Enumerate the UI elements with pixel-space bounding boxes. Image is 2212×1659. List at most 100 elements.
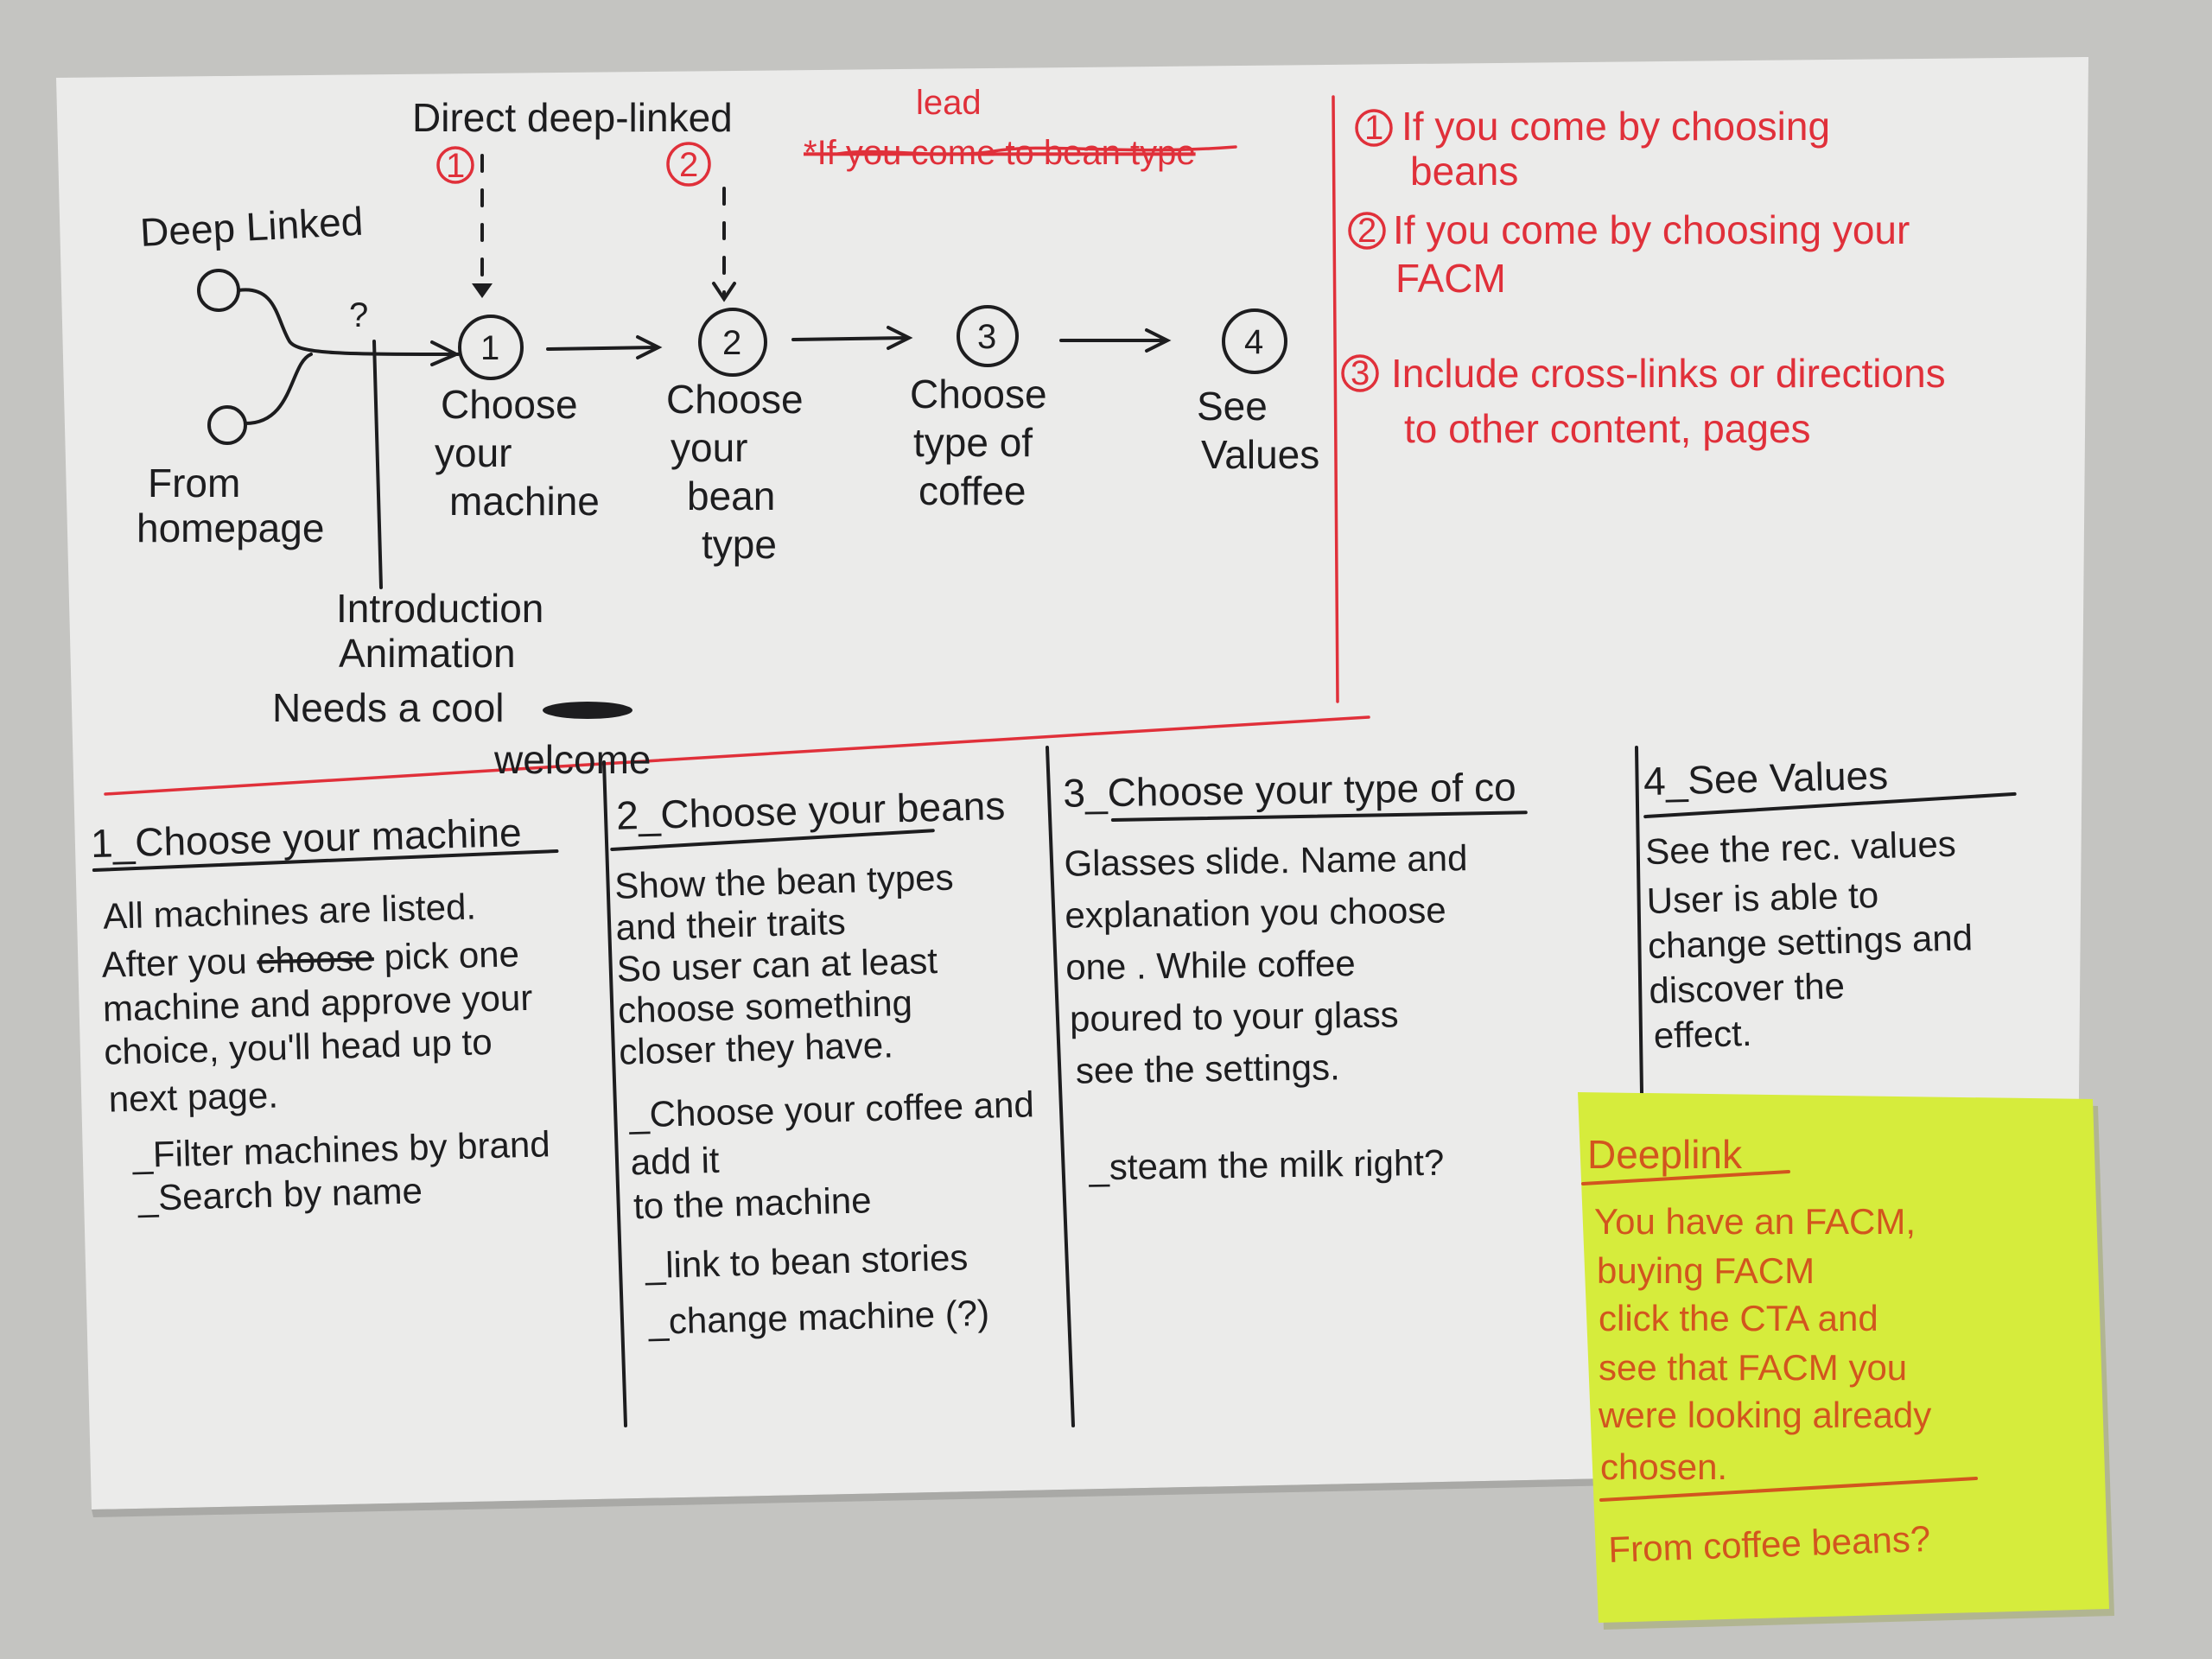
- welcome-label: welcome: [493, 737, 652, 782]
- arrowhead-icon: [636, 335, 663, 359]
- column-line: _link to bean stories: [644, 1236, 969, 1286]
- step-number: 3: [977, 318, 996, 356]
- note-line: beans: [1410, 149, 1518, 194]
- column-title: 3_Choose your type of co: [1063, 764, 1516, 815]
- note-line: If you come by choosing: [1402, 104, 1830, 149]
- column-line: _change machine (?): [647, 1293, 990, 1342]
- step-label: Choose: [666, 377, 804, 422]
- title-underline: [610, 829, 935, 851]
- column-line: discover the: [1649, 965, 1846, 1011]
- question-mark: ?: [349, 296, 368, 334]
- column-line: next page.: [108, 1075, 278, 1120]
- sticky-title-underline: [1581, 1170, 1790, 1185]
- paper-shadow: [92, 1469, 2075, 1517]
- column-divider-2: [1046, 746, 1075, 1427]
- step-number: 2: [722, 324, 741, 362]
- sticky-line: were looking already: [1598, 1395, 1931, 1435]
- column-line: So user can at least: [616, 940, 938, 989]
- column-divider-3: [1635, 746, 1643, 1095]
- column-line: add it: [630, 1140, 720, 1183]
- flow-step-3: 3 Choose type of coffee: [910, 305, 1047, 513]
- from-homepage-label: homepage: [137, 505, 324, 550]
- note-line: to other content, pages: [1404, 406, 1811, 451]
- step-label: Choose: [910, 372, 1047, 416]
- needs-cool-label: Needs a cool: [272, 685, 505, 730]
- flow-arrow: [791, 336, 909, 341]
- sticky-line: click the CTA and: [1599, 1298, 1878, 1338]
- column-line: choose something: [618, 982, 913, 1031]
- struck-note-scribble: [836, 145, 1237, 156]
- column-divider-1: [602, 760, 627, 1427]
- arrowhead-icon: [1145, 328, 1172, 353]
- column-line: change settings and: [1647, 917, 1973, 966]
- sticky-note-paper: [1578, 1092, 2109, 1623]
- note-number-circle: [1348, 212, 1386, 250]
- red-note-1: 1 If you come by choosing beans: [1355, 104, 1830, 194]
- entry-connector: [237, 288, 460, 356]
- arrowhead-icon: [472, 283, 493, 298]
- intro-line: [372, 340, 383, 589]
- note-line: FACM: [1395, 256, 1506, 301]
- column-line: and their traits: [615, 901, 846, 948]
- title-underline: [92, 849, 559, 873]
- flow-arrow: [546, 346, 658, 351]
- sticky-line: chosen.: [1600, 1446, 1727, 1487]
- column-line: to the machine: [632, 1179, 872, 1226]
- step-label: your: [435, 430, 512, 475]
- column-line: All machines are listed.: [103, 886, 477, 936]
- step-label: type: [702, 522, 777, 567]
- note-line: If you come by choosing your: [1393, 207, 1910, 252]
- intro-label: Animation: [339, 631, 516, 676]
- column-1: 1_Choose your machine All machines are l…: [90, 810, 559, 1218]
- intro-label: Introduction: [336, 586, 543, 631]
- step-label: bean: [687, 474, 775, 518]
- sticky-line: buying FACM: [1597, 1250, 1815, 1291]
- column-line: explanation you choose: [1065, 890, 1446, 936]
- sticky-title: Deeplink: [1587, 1132, 1743, 1177]
- column-line: see the settings.: [1076, 1046, 1340, 1090]
- step-circle: [458, 315, 524, 380]
- column-title: 2_Choose your beans: [616, 783, 1006, 838]
- note-number: 2: [1357, 212, 1376, 250]
- scribble: [543, 702, 632, 719]
- red-marker-2: 2: [679, 146, 698, 184]
- struck-word: choose: [257, 938, 375, 982]
- column-line: effect.: [1653, 1013, 1752, 1056]
- note-number-circle: [1355, 109, 1393, 147]
- column-line: After you choose pick one: [101, 933, 519, 985]
- step-number: 1: [480, 329, 499, 367]
- step-label: Values: [1201, 432, 1319, 477]
- column-3: 3_Choose your type of co Glasses slide. …: [1063, 764, 1528, 1188]
- step-circle: [957, 305, 1019, 367]
- red-note-2: 2 If you come by choosing your FACM: [1348, 207, 1910, 301]
- note-number: 1: [1364, 109, 1383, 147]
- column-line: poured to your glass: [1070, 994, 1399, 1039]
- flow-step-4: 4 See Values: [1197, 308, 1319, 477]
- column-title: 4_See Values: [1643, 753, 1888, 804]
- step-label: coffee: [918, 468, 1026, 513]
- note-number: 3: [1351, 354, 1370, 392]
- flow-step-2: 2 Choose your bean type: [666, 308, 804, 567]
- step-label: Choose: [441, 382, 578, 427]
- column-2: 2_Choose your beans Show the bean types …: [610, 783, 1034, 1342]
- arrowhead-icon: [712, 282, 736, 302]
- red-vertical-divider: [1332, 95, 1339, 703]
- from-homepage-label: From: [148, 461, 240, 505]
- column-line: Show the bean types: [614, 857, 954, 906]
- red-horizontal-divider: [104, 715, 1370, 796]
- column-text: After you: [101, 940, 247, 984]
- step-circle: [698, 308, 767, 377]
- arrowhead-icon: [887, 326, 913, 350]
- column-line: closer they have.: [619, 1025, 894, 1072]
- column-line: User is able to: [1646, 874, 1879, 921]
- column-line: one . While coffee: [1065, 943, 1356, 988]
- note-number-circle: [1341, 354, 1379, 392]
- red-marker-1-circle: [436, 146, 474, 184]
- column-line: _steam the milk right?: [1088, 1142, 1444, 1188]
- direct-deep-linked-label: Direct deep-linked: [412, 95, 733, 140]
- sticky-note: Deeplink You have an FACM, buying FACM c…: [1578, 1092, 2114, 1630]
- title-underline: [1110, 810, 1528, 822]
- column-line: Glasses slide. Name and: [1064, 837, 1468, 884]
- step-label: type of: [913, 420, 1033, 465]
